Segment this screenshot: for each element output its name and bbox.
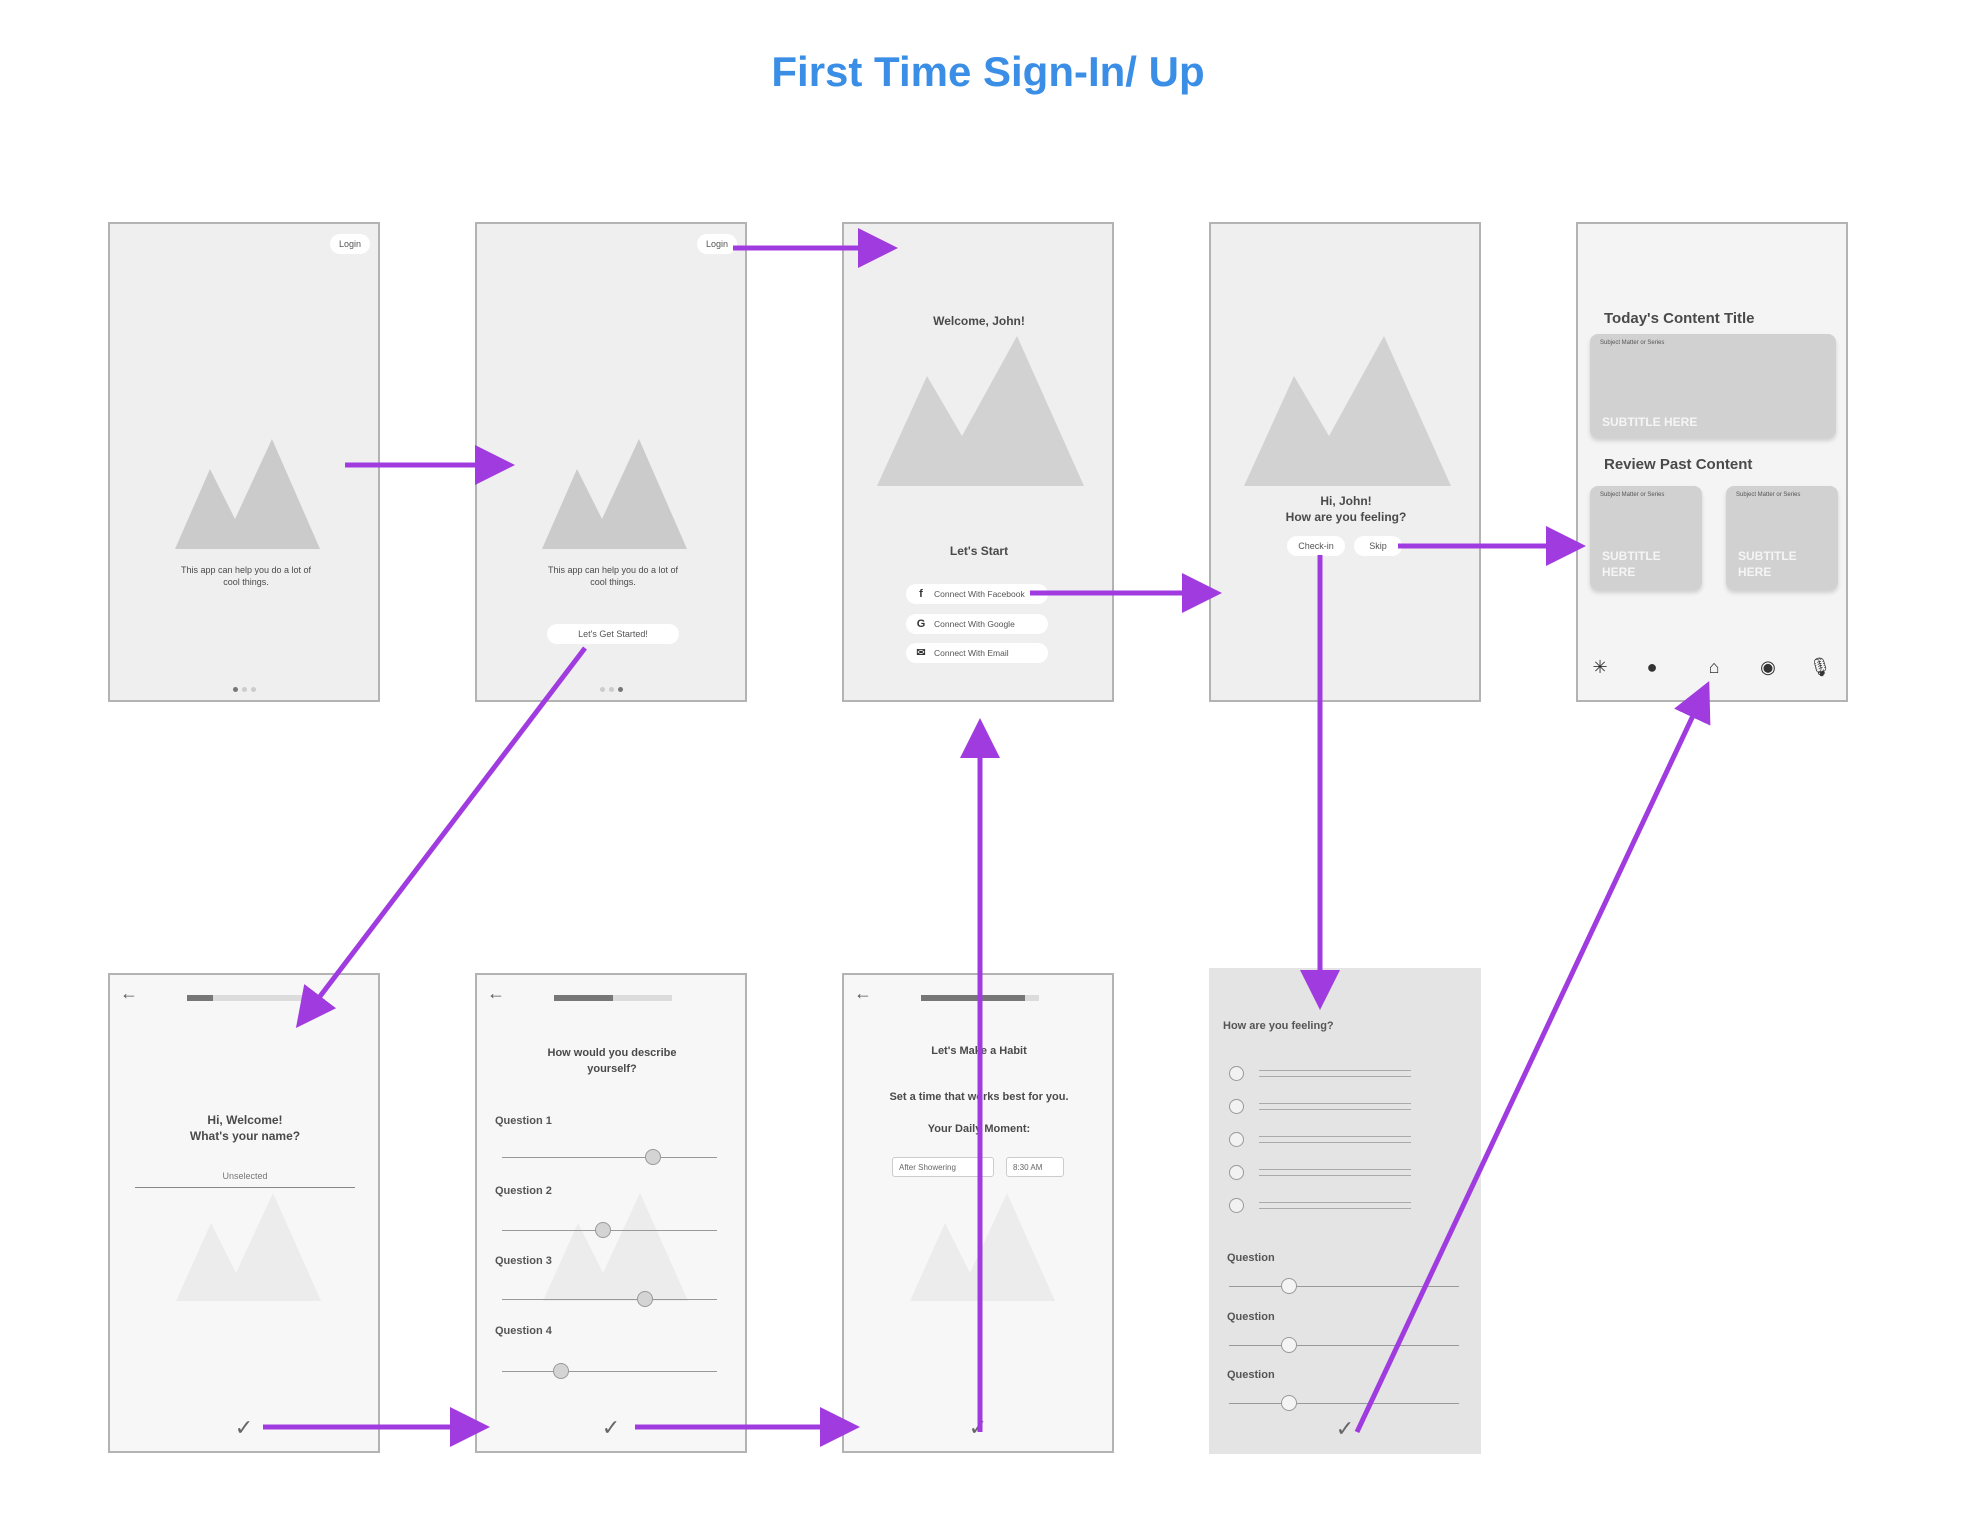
flow-arrow — [1357, 690, 1705, 1432]
flow-arrow — [302, 648, 585, 1020]
